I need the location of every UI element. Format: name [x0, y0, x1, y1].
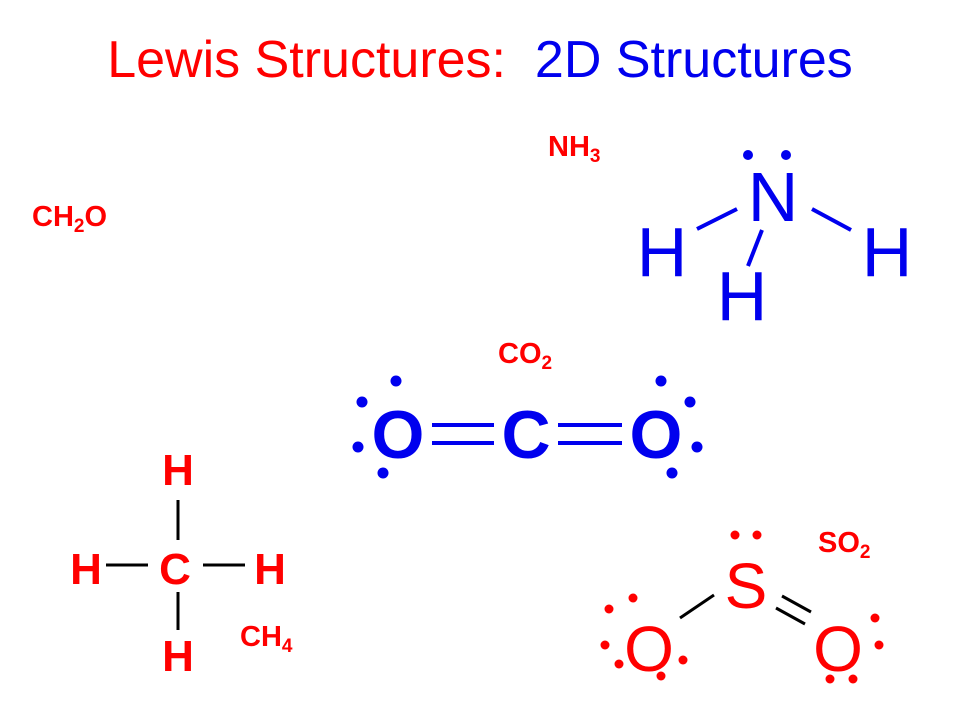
so2-atom-o-left: O [624, 613, 674, 685]
co2-lone-pair-dot [691, 441, 703, 453]
nh3-bond-right [811, 207, 852, 232]
formula-ch4-base: CH [240, 621, 282, 653]
ch4-atom-c: C [159, 545, 191, 594]
nh3-atom-h-bottom: H [717, 257, 768, 335]
formula-ch2o-tail: O [84, 201, 108, 233]
formula-nh3-base: NH [548, 131, 590, 163]
so2-lone-pair-dot [752, 530, 762, 540]
co2-atom-o-left: O [372, 397, 425, 473]
so2-bond-double-1 [781, 594, 812, 614]
ch4-atom-h-bottom: H [162, 632, 194, 681]
co2-lone-pair-dot [377, 467, 389, 479]
title-part-2d: 2D Structures [534, 31, 853, 89]
co2-lone-pair-dot [356, 396, 368, 408]
formula-ch2o-sub: 2 [73, 216, 85, 237]
nh3-bond-left [696, 207, 738, 231]
nh3-lone-pair-dot [781, 150, 791, 160]
so2-lone-pair-dot [614, 659, 624, 669]
so2-lone-pair-dot [600, 640, 610, 650]
formula-nh3-sub: 3 [589, 146, 601, 167]
co2-lone-pair-dot [684, 396, 696, 408]
nh3-lone-pair-dot [743, 150, 753, 160]
so2-lone-pair-dot [870, 613, 880, 623]
co2-atom-c: C [501, 397, 550, 473]
ch4-atom-h-right: H [254, 545, 286, 594]
co2-lone-pair-dot [666, 467, 678, 479]
so2-lone-pair-dot [874, 640, 884, 650]
so2-bond-double-2 [775, 606, 806, 626]
so2-bond-single [679, 593, 715, 620]
formula-so2: SO2 [818, 526, 871, 563]
nh3-atom-n: N [748, 158, 799, 236]
formula-so2-sub: 2 [859, 542, 871, 563]
formula-co2-base: CO [498, 338, 542, 370]
so2-lone-pair-dot [678, 655, 688, 665]
formula-co2: CO2 [498, 337, 553, 374]
formula-co2-sub: 2 [541, 353, 553, 374]
co2-lone-pair-dot [655, 375, 667, 387]
formula-ch2o: CH2O [32, 200, 108, 237]
formula-ch4: CH4 [240, 620, 293, 657]
title-part-lewis: Lewis Structures: [107, 31, 506, 89]
nh3-atom-h-right: H [862, 213, 913, 291]
nh3-bond-bottom [746, 229, 764, 267]
ch4-atom-h-left: H [70, 545, 102, 594]
formula-ch2o-base: CH [32, 201, 74, 233]
co2-lone-pair-dot [390, 375, 402, 387]
so2-atom-o-right: O [813, 613, 863, 685]
so2-atom-s: S [725, 550, 768, 622]
ch4-atom-h-top: H [162, 446, 194, 495]
co2-lone-pair-dot [352, 441, 364, 453]
so2-lone-pair-dot [628, 593, 638, 603]
so2-lone-pair-dot [604, 604, 614, 614]
formula-ch4-sub: 4 [281, 636, 293, 657]
so2-lone-pair-dot [656, 671, 666, 681]
page-title: Lewis Structures: 2D Structures [0, 28, 960, 92]
formula-nh3: NH3 [548, 130, 601, 167]
formula-so2-base: SO [818, 527, 860, 559]
nh3-atom-h-left: H [637, 213, 688, 291]
co2-atom-o-right: O [630, 397, 683, 473]
so2-lone-pair-dot [848, 674, 858, 684]
so2-lone-pair-dot [730, 530, 740, 540]
so2-lone-pair-dot [825, 674, 835, 684]
